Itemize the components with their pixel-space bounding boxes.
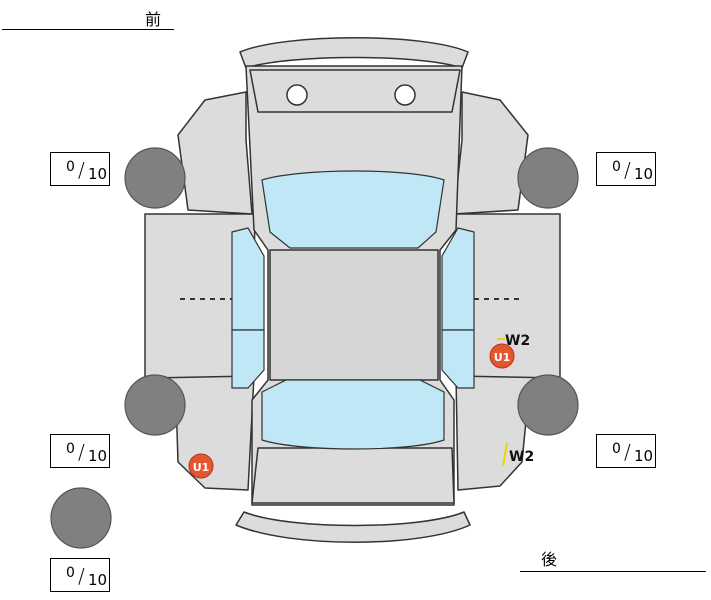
damage-mark-w2-lower: W2: [509, 449, 534, 465]
tread-value: 0: [66, 565, 75, 581]
left-front-window: [231, 227, 265, 331]
damage-mark-w2-lower-line: [502, 442, 508, 467]
damage-badge-u1-right: [489, 343, 515, 369]
rear-window: [261, 379, 445, 450]
front-right-fender: [453, 91, 529, 215]
front-bumper: [239, 37, 469, 69]
damage-badge-u1-left: [188, 453, 214, 479]
trunk-lid: [251, 447, 455, 504]
tread-slash: /: [624, 158, 631, 182]
tread-box-rear-left: 0 / 10: [50, 434, 110, 468]
tire-rear-left: [124, 374, 186, 436]
tread-slash: /: [624, 440, 631, 464]
tread-value: 0: [66, 441, 75, 457]
right-headlight: [394, 84, 416, 106]
tire-spare: [50, 487, 112, 549]
tread-denominator: 10: [88, 571, 108, 589]
left-headlight: [286, 84, 308, 106]
damage-mark-w2-upper: W2: [505, 333, 530, 349]
tread-slash: /: [78, 158, 85, 182]
tread-box-rear-right: 0 / 10: [596, 434, 656, 468]
tread-slash: /: [78, 564, 85, 588]
hood: [249, 69, 461, 113]
tread-box-front-left: 0 / 10: [50, 152, 110, 186]
tread-slash: /: [78, 440, 85, 464]
rear-underline: [520, 571, 706, 572]
windshield: [261, 170, 445, 249]
tire-front-right: [517, 147, 579, 209]
tread-value: 0: [612, 441, 621, 457]
damage-badge-u1-left-text: U1: [193, 461, 210, 474]
tread-denominator: 10: [88, 447, 108, 465]
tire-front-left: [124, 147, 186, 209]
tread-denominator: 10: [634, 165, 654, 183]
tread-box-spare: 0 / 10: [50, 558, 110, 592]
tread-value: 0: [612, 159, 621, 175]
rear-label: 後: [541, 550, 558, 569]
tread-denominator: 10: [634, 447, 654, 465]
tread-box-front-right: 0 / 10: [596, 152, 656, 186]
tread-denominator: 10: [88, 165, 108, 183]
roof: [269, 249, 439, 381]
front-left-fender: [177, 91, 253, 215]
right-rear-window: [441, 329, 475, 389]
front-label: 前: [145, 10, 162, 29]
front-underline: [2, 29, 174, 30]
right-front-window: [441, 227, 475, 331]
damage-badge-u1-right-text: U1: [494, 351, 511, 364]
tire-rear-right: [517, 374, 579, 436]
left-rear-window: [231, 329, 265, 389]
tread-value: 0: [66, 159, 75, 175]
rear-bumper: [235, 511, 471, 543]
